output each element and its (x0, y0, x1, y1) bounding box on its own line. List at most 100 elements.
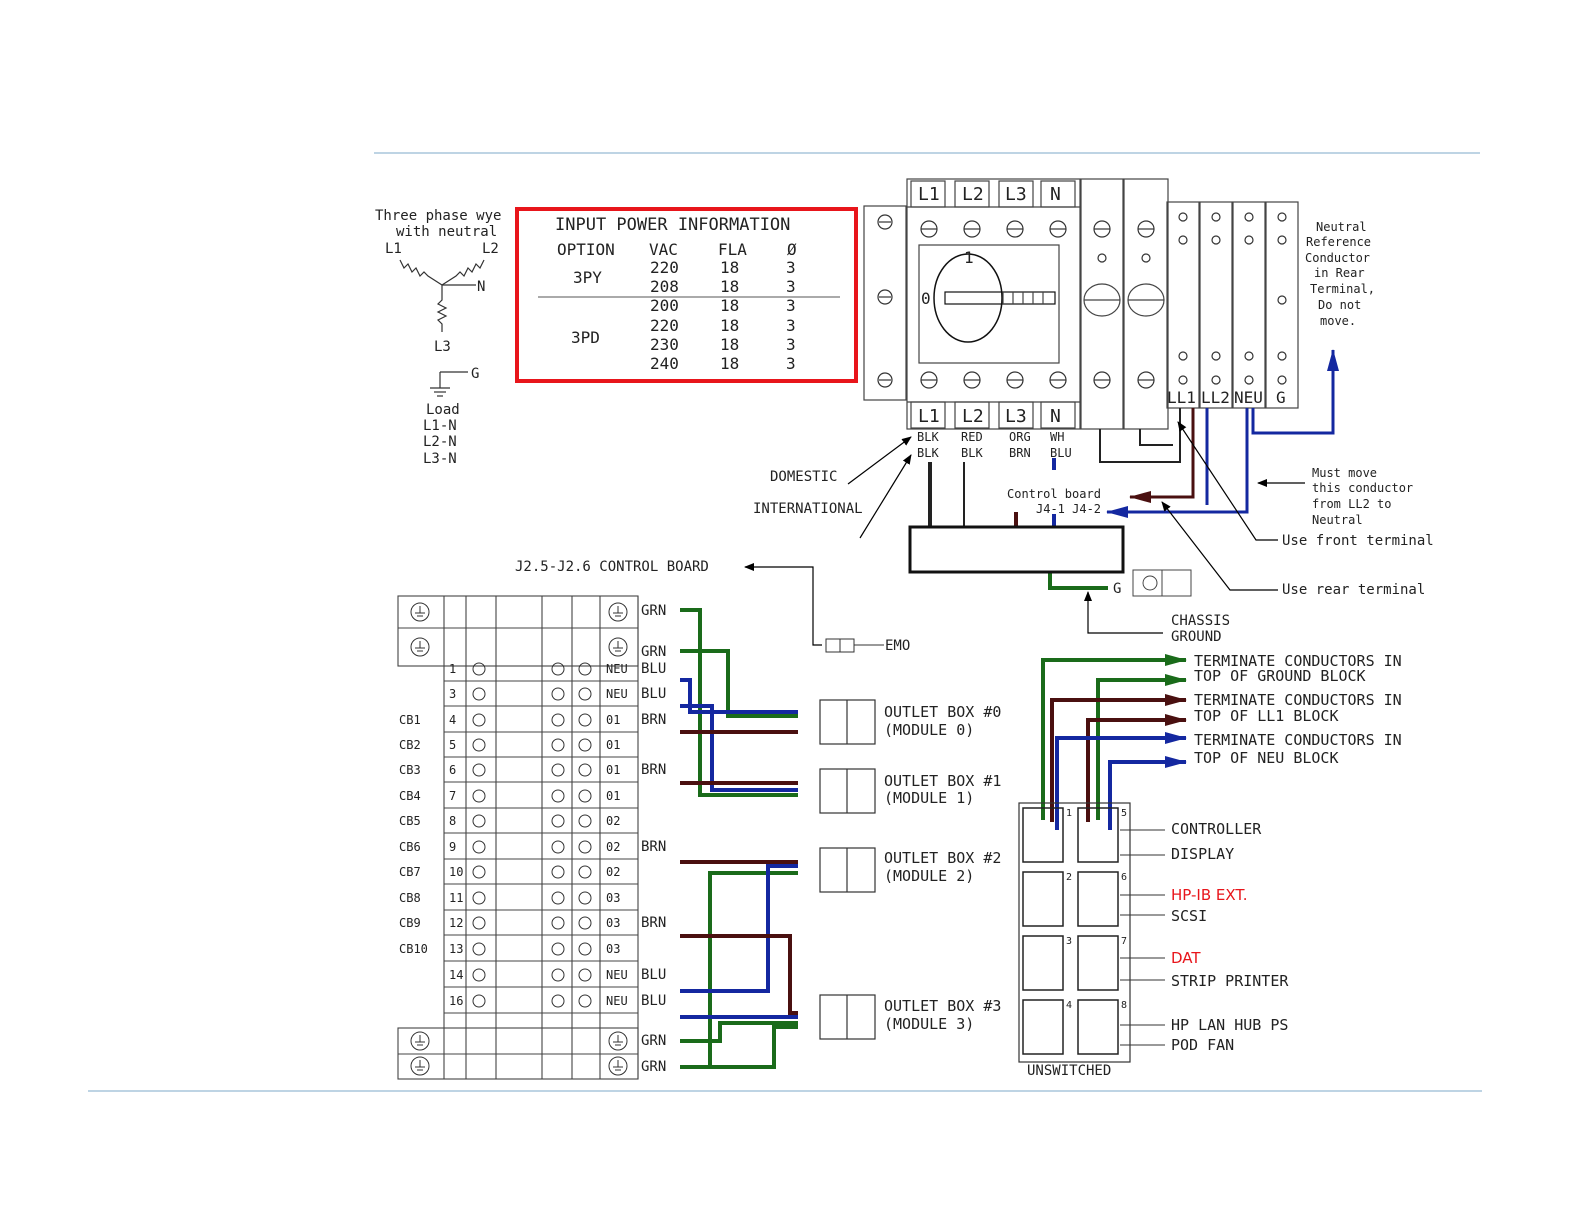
svg-text:208: 208 (650, 277, 679, 296)
ground-3-symbol-0 (410, 1031, 430, 1051)
svg-text:200: 200 (650, 296, 679, 315)
svg-text:RED: RED (961, 430, 983, 444)
wye-symbol (399, 259, 485, 397)
terminal-number: 5 (449, 738, 456, 752)
wye-l2: L2 (482, 241, 499, 257)
terminal-number: 6 (449, 763, 456, 777)
wye-g: G (471, 366, 479, 382)
breaker-bot-n: N (1050, 406, 1061, 427)
outlet-strip (1018, 802, 1131, 1063)
outlet-legend-item: STRIP PRINTER (1171, 972, 1289, 990)
chassis-ground-arrow (1084, 591, 1163, 634)
ground-wire-label: GRN (641, 644, 666, 660)
svg-text:3: 3 (786, 296, 796, 315)
emo-label: EMO (885, 638, 910, 654)
ground-4-glyph-1 (613, 1060, 623, 1071)
ground-1-symbol-1 (608, 602, 628, 622)
svg-text:BLK: BLK (917, 430, 939, 444)
svg-text:220: 220 (650, 316, 679, 335)
svg-text:TERMINATE CONDUCTORS IN: TERMINATE CONDUCTORS IN (1194, 691, 1402, 709)
svg-text:18: 18 (720, 335, 739, 354)
terminal-number: 11 (449, 891, 463, 905)
phase-label: 03 (606, 942, 620, 956)
terminal-screw (551, 662, 565, 676)
ground-3-glyph-1 (613, 1035, 623, 1046)
ground-2-symbol-0 (410, 637, 430, 657)
outlet-number: 5 (1121, 808, 1127, 819)
emo-connector (825, 638, 884, 653)
svg-text:OUTLET BOX #0: OUTLET BOX #0 (884, 703, 1001, 721)
terminal-screw (578, 942, 592, 956)
svg-text:TOP OF GROUND BLOCK: TOP OF GROUND BLOCK (1194, 667, 1366, 685)
wye-l3: L3 (434, 339, 451, 355)
terminal-screw (578, 891, 592, 905)
terminal-number: 10 (449, 865, 463, 879)
svg-text:(MODULE 0): (MODULE 0) (884, 721, 974, 739)
neutral-note: Neutral Reference Conductor in Rear Term… (1305, 220, 1375, 328)
ground-4-symbol-0 (410, 1056, 430, 1076)
outlet-receptacle (1077, 935, 1119, 991)
terminal-screw (551, 865, 565, 879)
terminal-screw (472, 789, 486, 803)
breaker-top-l2: L2 (962, 184, 984, 205)
wye-l1: L1 (385, 241, 402, 257)
terminal-screw (578, 738, 592, 752)
wire-color-label: BLU (641, 686, 666, 702)
terminal-number: 13 (449, 942, 463, 956)
circuit-breaker-label: CB7 (399, 865, 421, 879)
use-rear-arrow (1161, 501, 1278, 591)
wire-color-label: BRN (641, 712, 666, 728)
wire-color-label: BLU (641, 967, 666, 983)
circuit-breaker-label: CB3 (399, 763, 421, 777)
rear-term-ll1: LL1 (1167, 388, 1196, 407)
svg-text:18: 18 (720, 354, 739, 373)
svg-text:TOP OF LL1 BLOCK: TOP OF LL1 BLOCK (1194, 707, 1339, 725)
svg-text:Do not: Do not (1318, 298, 1361, 312)
phase-label: 02 (606, 865, 620, 879)
j25-arrow (744, 563, 822, 646)
j25-label: J2.5-J2.6 CONTROL BOARD (515, 559, 709, 575)
outlet-number: 4 (1066, 1000, 1072, 1011)
ground-wire-label: GRN (641, 603, 666, 619)
terminal-screw (472, 942, 486, 956)
terminal-screw (551, 763, 565, 777)
outlet-box-labels: OUTLET BOX #0 (MODULE 0) OUTLET BOX #1 (… (884, 703, 1001, 1033)
terminal-number: 3 (449, 687, 456, 701)
phase-label: NEU (606, 968, 628, 982)
svg-text:(MODULE 2): (MODULE 2) (884, 867, 974, 885)
svg-text:18: 18 (720, 316, 739, 335)
outlet-receptacle (1077, 871, 1119, 927)
terminal-screw (578, 763, 592, 777)
phase-label: NEU (606, 994, 628, 1008)
circuit-breaker-label: CB10 (399, 942, 428, 956)
outlet-number: 7 (1121, 936, 1127, 947)
terminal-screw (551, 814, 565, 828)
wire-color-label: BRN (641, 839, 666, 855)
use-rear-label: Use rear terminal (1282, 582, 1425, 598)
svg-text:3: 3 (786, 258, 796, 277)
outlet-number: 1 (1066, 808, 1072, 819)
svg-text:move.: move. (1320, 314, 1356, 328)
svg-text:240: 240 (650, 354, 679, 373)
terminal-screw (472, 662, 486, 676)
svg-text:(MODULE 1): (MODULE 1) (884, 789, 974, 807)
terminal-number: 9 (449, 840, 456, 854)
wye-load-3: L3-N (423, 451, 457, 467)
harness-wires (680, 608, 798, 1069)
terminal-number: 12 (449, 916, 463, 930)
ground-wire-label: GRN (641, 1033, 666, 1049)
terminal-screw (551, 840, 565, 854)
svg-text:18: 18 (720, 296, 739, 315)
chassis-label-1: CHASSIS (1171, 613, 1230, 629)
breaker-top-l3: L3 (1005, 184, 1027, 205)
circuit-breaker-label: CB8 (399, 891, 421, 905)
svg-text:this conductor: this conductor (1312, 481, 1413, 495)
svg-text:18: 18 (720, 277, 739, 296)
outlet-receptacle (1077, 999, 1119, 1055)
ground-2-glyph-0 (415, 641, 425, 652)
unswitched-label: UNSWITCHED (1027, 1063, 1111, 1079)
svg-text:3: 3 (786, 335, 796, 354)
